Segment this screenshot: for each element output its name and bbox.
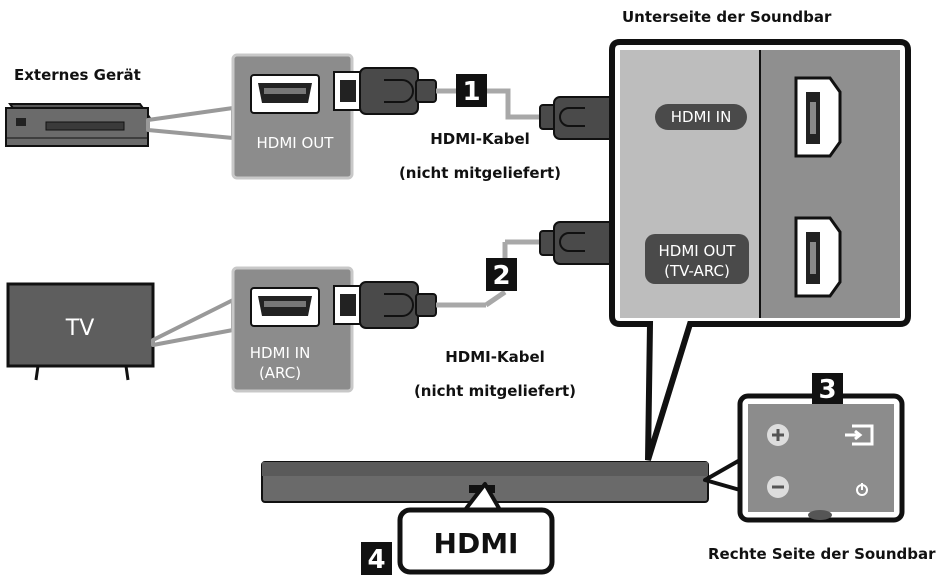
tv-callout [151, 298, 235, 347]
tv-port-label-line2: (ARC) [259, 364, 301, 382]
step3-number-box [812, 373, 843, 404]
cable1-line [436, 88, 540, 120]
cable2-number: 2 [492, 261, 510, 291]
step4-display-box [397, 507, 555, 575]
step4-display-text: HDMI [434, 527, 519, 560]
external-device-label: Externes Gerät [14, 66, 141, 84]
device-port-label: HDMI OUT [257, 134, 335, 152]
step3-number: 3 [818, 375, 836, 405]
hdmi-in-arc-panel [231, 266, 354, 393]
soundbar-hdmi-in-label: HDMI IN [671, 108, 732, 126]
underside-title: Unterseite der Soundbar [622, 8, 832, 26]
cable2-label-line1: HDMI-Kabel [445, 348, 545, 366]
cable2-number-box [486, 258, 517, 291]
cable1-number: 1 [462, 77, 480, 107]
cable1-label-line2: (nicht mitgeliefert) [398, 164, 562, 182]
tv-illustration [6, 282, 155, 381]
cable2-label-line2: (nicht mitgeliefert) [413, 382, 577, 400]
soundbar-side-panel [703, 393, 905, 523]
cable1-plug-device [333, 67, 437, 115]
soundbar-hdmi-out-line1: HDMI OUT [659, 242, 737, 260]
tv-port-label-line1: HDMI IN [250, 344, 311, 362]
soundbar-illustration [261, 461, 709, 512]
cable2-plug-tv [333, 281, 437, 329]
soundbar-underside-panel [609, 39, 911, 461]
external-device-illustration [5, 103, 152, 147]
device-callout [146, 106, 235, 140]
tv-screen-text: TV [65, 316, 95, 341]
cable2-line [436, 239, 540, 308]
step4-number-box [361, 542, 392, 575]
cable1-label-line1: HDMI-Kabel [430, 130, 530, 148]
cable1-number-box [456, 74, 487, 107]
hdmi-out-panel [231, 53, 354, 180]
right-side-caption: Rechte Seite der Soundbar [708, 545, 936, 563]
step4-number: 4 [367, 545, 385, 575]
soundbar-hdmi-out-line2: (TV-ARC) [664, 262, 730, 280]
